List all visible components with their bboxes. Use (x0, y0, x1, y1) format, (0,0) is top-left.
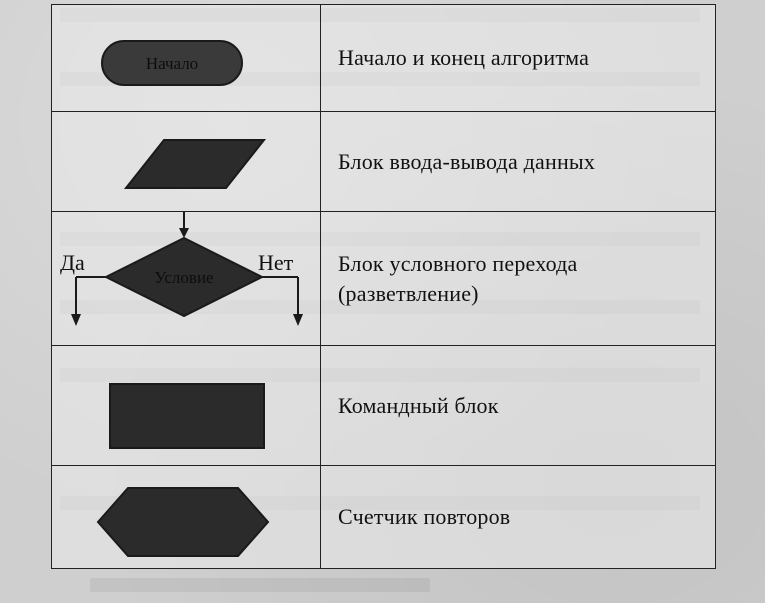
description-text: Блок ввода-вывода данных (338, 148, 596, 174)
column-divider (320, 5, 321, 568)
yes-label: Да (60, 250, 85, 275)
decision-symbol: Условие Да Нет (60, 212, 303, 326)
hexagon-shape (96, 487, 270, 557)
terminator-label: Начало (146, 54, 198, 73)
table-row-loop-counter: Счетчик повторов (52, 465, 715, 568)
no-arrow-head (293, 314, 303, 326)
symbol-cell (52, 112, 320, 211)
parallelogram-shape (123, 139, 267, 189)
table-row-decision: Условие Да Нет Блок условного перехода ( (52, 211, 715, 345)
incoming-arrow-head (179, 228, 189, 238)
ghost-text (90, 578, 430, 592)
flowchart-symbols-table: Начало Начало и конец алгоритма Блок вво… (51, 4, 716, 569)
rectangle-symbol (109, 383, 265, 449)
no-label: Нет (258, 250, 294, 275)
description-cell: Блок условного перехода (разветвление) (338, 212, 707, 345)
symbol-cell (52, 346, 320, 465)
description-cell: Начало и конец алгоритма (338, 5, 707, 111)
terminator-shape (101, 40, 243, 86)
symbol-cell: Начало (52, 5, 320, 111)
table-row-terminator: Начало Начало и конец алгоритма (52, 5, 715, 111)
description-text: Счетчик повторов (338, 504, 511, 529)
description-cell: Командный блок (338, 346, 707, 465)
terminator-symbol: Начало (101, 40, 243, 86)
table-row-command: Командный блок (52, 345, 715, 465)
diamond-shape (103, 236, 265, 318)
description-text: Командный блок (338, 392, 499, 418)
diamond-label: Условие (154, 268, 213, 287)
symbol-cell: Условие Да Нет (52, 212, 320, 345)
rectangle-shape (109, 383, 265, 449)
description-text: Начало и конец алгоритма (338, 45, 590, 70)
symbol-cell (52, 466, 320, 568)
yes-arrow-head (71, 314, 81, 326)
description-text-line-1: Блок условного перехода (338, 250, 578, 276)
description-cell: Счетчик повторов (338, 466, 707, 568)
table-row-input-output: Блок ввода-вывода данных (52, 111, 715, 211)
description-text-line-2: (разветвление) (338, 280, 479, 306)
description-cell: Блок ввода-вывода данных (338, 112, 707, 211)
hexagon-symbol (96, 487, 270, 557)
parallelogram-symbol (123, 139, 267, 189)
